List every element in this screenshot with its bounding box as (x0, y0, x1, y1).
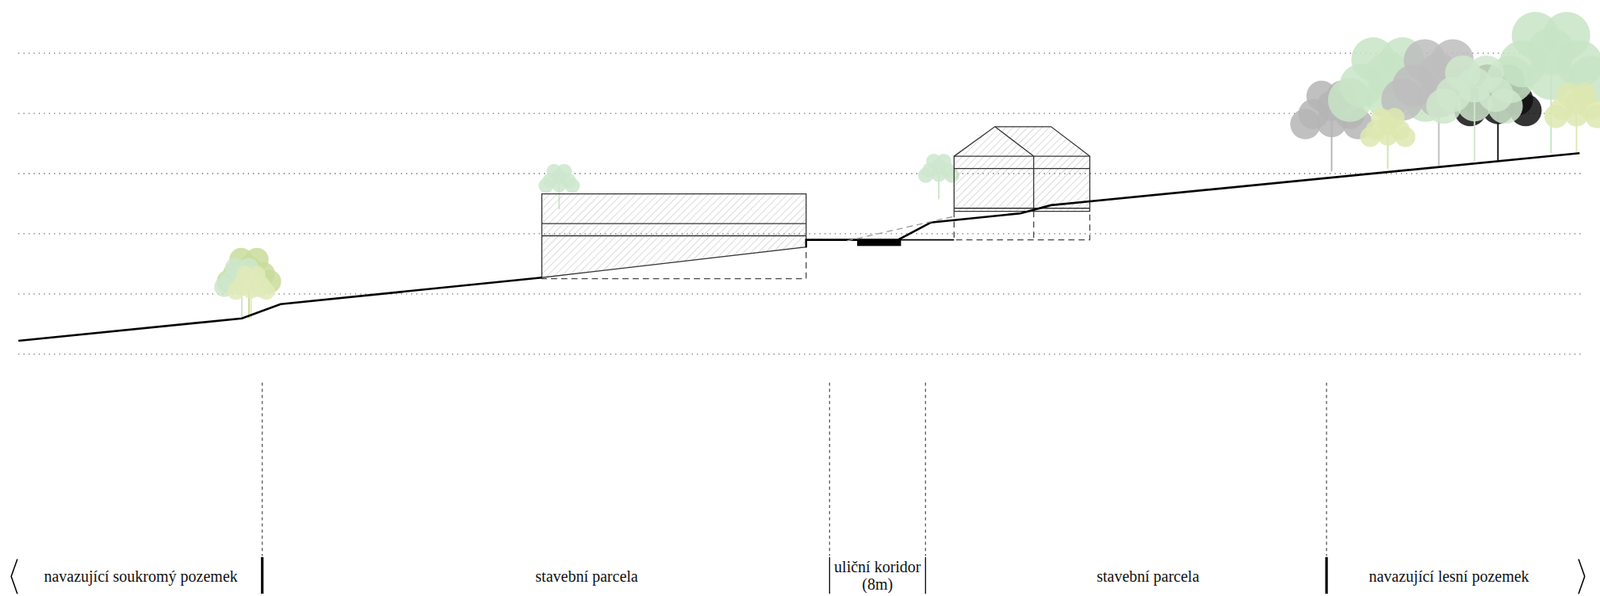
tree-crown (1289, 109, 1321, 140)
tree-crown (1542, 11, 1590, 59)
tree-crown (556, 164, 572, 180)
trees (214, 11, 1600, 319)
tree-crown (1456, 86, 1493, 123)
tree-crown (1544, 104, 1569, 129)
tree-crown (1328, 78, 1372, 123)
terrain (18, 153, 1580, 341)
tree (1544, 82, 1600, 154)
plot-label: stavební parcela (535, 567, 638, 586)
tree (226, 266, 275, 319)
tree-crown (551, 176, 567, 192)
right-building (953, 126, 1090, 241)
tree-crown (1359, 126, 1380, 147)
tree-crown (538, 178, 554, 194)
tree-crown (1565, 103, 1589, 127)
tree (918, 153, 960, 200)
level-lines (18, 53, 1582, 355)
tree-crown (936, 153, 952, 169)
tree-crown (1384, 107, 1405, 128)
tree-crown (242, 281, 261, 299)
tree (1426, 55, 1524, 162)
tree-crown (1377, 125, 1398, 146)
tree-crown (248, 266, 266, 284)
plot-label: navazující soukromý pozemek (43, 567, 238, 586)
tree-crown (1468, 55, 1505, 92)
plot-label: stavební parcela (1096, 567, 1199, 586)
plot-label: uliční koridor (8m) (831, 558, 924, 594)
tree-crown (257, 282, 276, 300)
tree-crown (1487, 88, 1524, 125)
tree-crown (564, 178, 580, 194)
left-building (541, 194, 806, 280)
plot-dividers (11, 382, 1585, 594)
tree-crown (918, 168, 934, 184)
tree-crown (1426, 88, 1463, 125)
tree-crown (1395, 126, 1416, 147)
tree (1359, 107, 1416, 169)
tree-crown (930, 166, 946, 182)
tree-crown (1572, 82, 1597, 107)
plot-label: navazující lesní pozemek (1368, 567, 1529, 586)
tree-crown (226, 282, 245, 300)
tree-crown (1584, 104, 1600, 129)
